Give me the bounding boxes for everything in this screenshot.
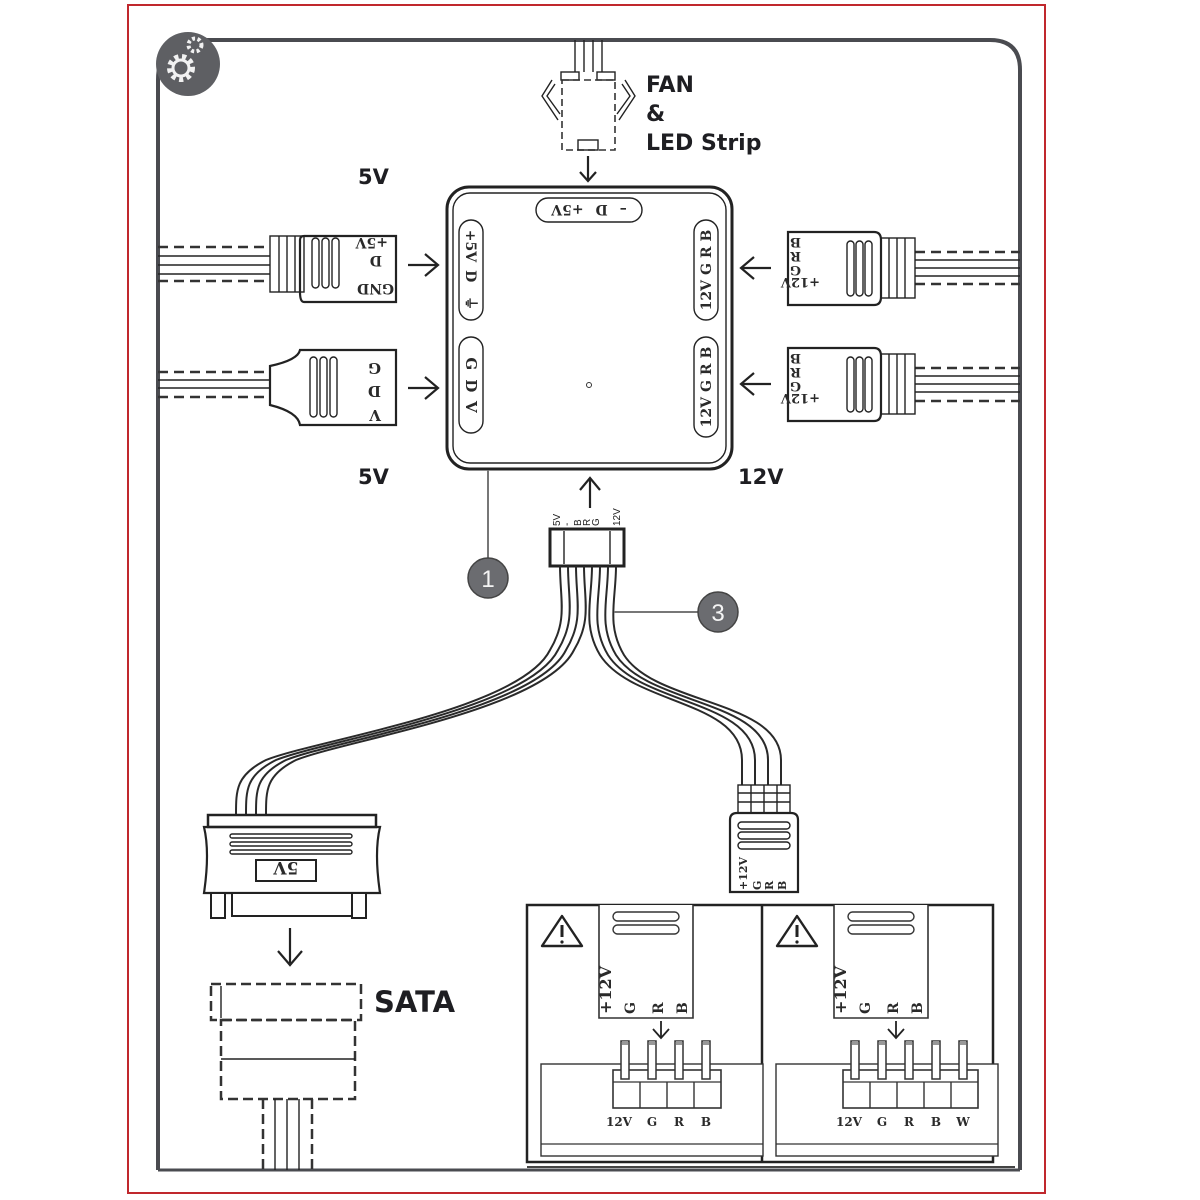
svg-text:G: G: [591, 518, 602, 526]
voltage-label-bottom-right: 12V: [738, 465, 784, 489]
cable-wire: [612, 565, 782, 785]
svg-text:3: 3: [711, 600, 724, 627]
cable-wire: [255, 565, 579, 816]
svg-text:R: R: [763, 880, 776, 890]
rgb-plug: +12V G R B: [728, 784, 800, 894]
svg-text:B: B: [776, 881, 789, 890]
arrow-left-icon: [739, 256, 771, 280]
cable-wire: [596, 565, 756, 785]
warning-icon: [540, 914, 584, 948]
header-pin-label: G: [877, 1115, 887, 1129]
header-pin: [701, 1040, 711, 1080]
svg-text:-: -: [562, 523, 573, 526]
connector-right-lower-labels: +12VGRB: [780, 350, 820, 405]
header-pin-label: G: [647, 1115, 657, 1129]
arrow-down-icon: [652, 1021, 670, 1040]
controller-hub: –D+5V +5VD⏚ GDV 12VGRB 12VGRB: [445, 185, 734, 471]
arrow-down-icon: [579, 156, 597, 183]
header-pin-label: R: [904, 1115, 915, 1129]
svg-text:G: G: [751, 881, 764, 890]
arrow-down-icon: [277, 928, 303, 967]
cable-wire: [235, 565, 563, 816]
cable-wires: [235, 565, 782, 816]
arrow-up-icon: [579, 476, 601, 508]
header-pin-label: R: [674, 1115, 685, 1129]
hub-left-lower-port-label: GDV: [462, 357, 480, 413]
plug-pin-label: G: [623, 1002, 639, 1014]
plug-pin-label: G: [858, 1002, 874, 1014]
svg-text:+12V: +12V: [737, 856, 750, 890]
sata-label: SATA: [374, 985, 456, 1019]
plug-pin-label: +12V: [596, 965, 615, 1014]
cable-wire: [604, 565, 769, 785]
connector-left-upper-labels: GNDD+5V: [355, 234, 394, 296]
header-pin: [958, 1040, 968, 1080]
rgb-plug-labels: +12V G R B: [737, 856, 789, 890]
svg-text:B: B: [573, 519, 584, 526]
svg-text:R: R: [582, 519, 593, 526]
outer-border: [127, 4, 1046, 1194]
arrow-down-icon: [887, 1021, 905, 1040]
svg-text:5V: 5V: [552, 513, 563, 526]
voltage-label-bottom-left: 5V: [358, 465, 390, 489]
plug-pin-label: +12V: [831, 965, 850, 1014]
fan-label: FAN&LED Strip: [646, 73, 761, 156]
sata-plug-label: 5V: [273, 857, 299, 877]
header-pin: [931, 1040, 941, 1080]
sata-plug: 5V: [202, 813, 382, 919]
connector-left-upper: GNDD+5V: [158, 234, 398, 304]
callout-1: 1: [467, 557, 509, 599]
cable-wire: [245, 565, 571, 816]
connector-right-upper-labels: +12VGRB: [780, 234, 820, 289]
hub-top-port-label: –D+5V: [550, 201, 627, 217]
header-pin: [877, 1040, 887, 1080]
arrow-left-icon: [739, 372, 771, 396]
fan-connector: [541, 40, 636, 151]
plug-pin-label: R: [651, 1002, 667, 1014]
connector-right-upper: +12VGRB: [780, 230, 1020, 307]
plug-pin-label: R: [886, 1002, 902, 1014]
header-pin: [850, 1040, 860, 1080]
arrow-right-icon: [408, 253, 440, 277]
cable-header: 5V - B R G 12V: [548, 508, 626, 568]
cable-wire: [588, 565, 743, 785]
header-pin-label: 12V: [836, 1115, 863, 1129]
hub-right-lower-port-label: 12VGRB: [699, 346, 715, 427]
header-pin-label: W: [955, 1115, 970, 1129]
header-pin: [674, 1040, 684, 1080]
header-pin: [904, 1040, 914, 1080]
header-pin: [620, 1040, 630, 1080]
hub-right-upper-port-label: 12VGRB: [699, 229, 715, 310]
plug-pin-label: B: [910, 1002, 926, 1014]
header-pin-label: 12V: [606, 1115, 633, 1129]
callout-3: 3: [697, 591, 739, 633]
header-pin-label: B: [701, 1115, 711, 1129]
pin-header: 12V G R B: [606, 1040, 722, 1129]
connector-left-lower: VDG: [158, 348, 398, 427]
cable-header-pin-labels: 5V - B R G 12V: [552, 508, 623, 526]
arrow-right-icon: [408, 376, 440, 400]
svg-text:1: 1: [481, 566, 494, 593]
header-pin-label: B: [931, 1115, 941, 1129]
sata-receptacle: [209, 982, 363, 1170]
cable-wire: [265, 565, 587, 816]
warning-icon: [775, 914, 819, 948]
plug-pin-label: B: [675, 1002, 691, 1014]
gears-icon: [156, 32, 220, 96]
svg-text:12V: 12V: [612, 508, 623, 526]
hub-left-upper-port-label: +5VD⏚: [462, 230, 478, 310]
connector-left-lower-labels: VDG: [368, 359, 382, 424]
voltage-label-top-left: 5V: [358, 165, 390, 189]
connector-right-lower: +12VGRB: [780, 346, 1020, 423]
header-pin: [647, 1040, 657, 1080]
